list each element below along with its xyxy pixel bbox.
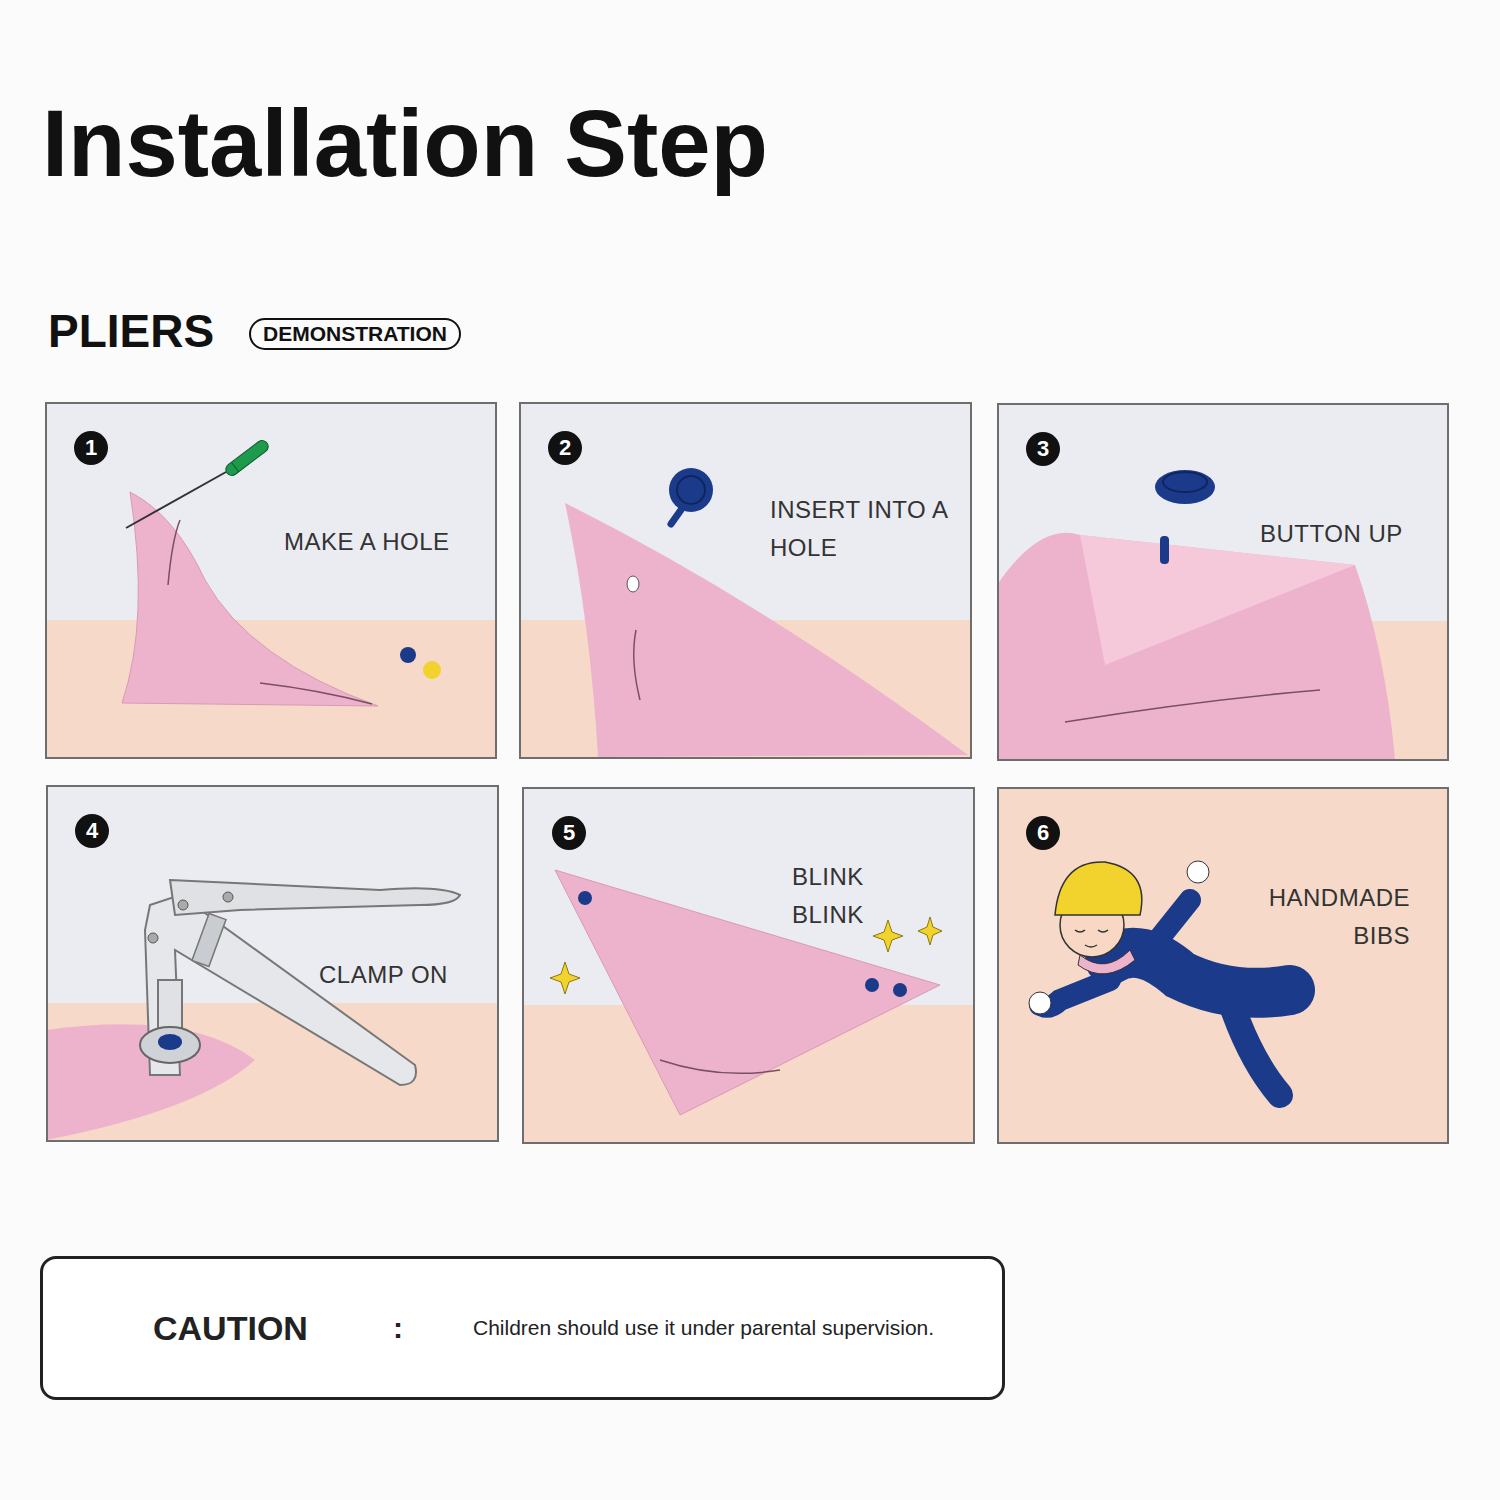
step-number-text: 6 (1037, 820, 1049, 846)
step-number-text: 5 (563, 820, 575, 846)
step-number-text: 4 (86, 818, 98, 844)
step-number-text: 1 (85, 435, 97, 461)
step-caption: BLINK BLINK (792, 858, 880, 934)
step-panel: CLAMP ON 4 (46, 785, 499, 1142)
badge-text: DEMONSTRATION (263, 322, 447, 345)
step-number: 2 (548, 431, 582, 465)
step-number: 3 (1026, 432, 1060, 466)
cloth-button-cap (997, 470, 1395, 759)
step-caption: HANDMADE BIBS (1240, 879, 1410, 955)
step-panel: INSERT INTO A HOLE 2 (519, 402, 972, 759)
step-number-text: 3 (1037, 436, 1049, 462)
step-number-text: 2 (559, 435, 571, 461)
step-caption: INSERT INTO A HOLE (770, 491, 948, 567)
step-panel: BUTTON UP 3 (997, 403, 1449, 761)
step-number: 5 (552, 816, 586, 850)
caution-heading: CAUTION (153, 1309, 308, 1348)
step-number: 1 (74, 431, 108, 465)
step-number: 4 (75, 814, 109, 848)
caution-note: Children should use it under parental su… (473, 1316, 934, 1340)
page-title: Installation Step (42, 92, 768, 195)
cloth-button-stud (565, 468, 968, 757)
step-panel: BLINK BLINK 5 (522, 787, 975, 1144)
caution-heading: : (393, 1311, 403, 1345)
finished-bib (550, 870, 942, 1115)
step-caption: MAKE A HOLE (284, 523, 484, 561)
demo-badge: DEMONSTRATION (249, 318, 461, 350)
step-caption: CLAMP ON (319, 956, 489, 994)
caution-box: CAUTION: Children should use it under par… (40, 1256, 1005, 1400)
step-number: 6 (1026, 816, 1060, 850)
step-panel: HANDMADE BIBS 6 (997, 787, 1449, 1144)
section-label: PLIERS (48, 306, 214, 357)
step-panel: MAKE A HOLE 1 (45, 402, 497, 759)
step-caption: BUTTON UP (1260, 515, 1440, 553)
cloth-awl (122, 438, 441, 706)
baby (1029, 861, 1290, 1095)
panel-grounds (45, 402, 1448, 1143)
pliers (46, 880, 460, 1140)
